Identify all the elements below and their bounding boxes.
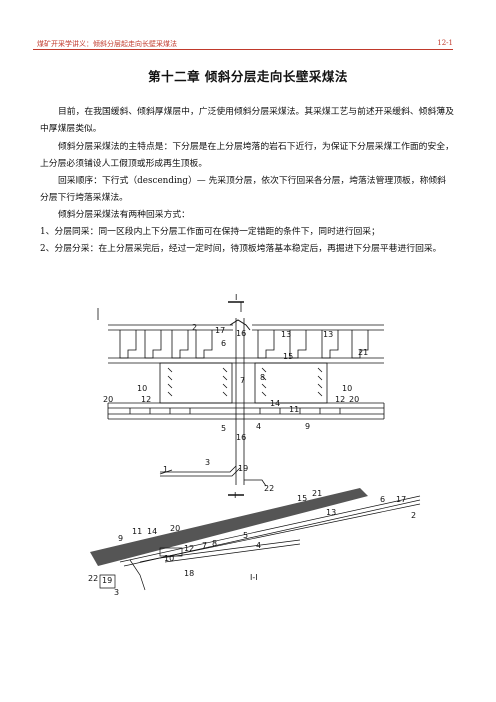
section-label: 10 (164, 554, 174, 563)
plan-label: 20 (103, 395, 113, 404)
plan-label: 17 (215, 326, 225, 335)
section-label: 3 (114, 588, 119, 597)
section-label: 6 (380, 495, 385, 504)
section-label: 7 (202, 541, 207, 550)
plan-label: 22 (264, 484, 274, 493)
section-label: 20 (170, 524, 180, 533)
section-caption: I-I (250, 573, 258, 582)
paragraph-method-2: 2、分层分采：在上分层采完后，经过一定时间，待顶板垮落基本稳定后，再掘进下分层平… (40, 244, 442, 254)
plan-label: 12 (141, 395, 151, 404)
section-label: 17 (396, 495, 406, 504)
header-course-title: 煤矿开采学讲义：倾斜分层起走向长壁采煤法 (37, 40, 177, 48)
plan-label: 6 (221, 339, 226, 348)
section-label: 12 (184, 544, 194, 553)
header-page-number: 12-1 (437, 39, 453, 47)
plan-label: 4 (256, 422, 261, 431)
plan-label: 15 (283, 352, 293, 361)
page-header: 煤矿开采学讲义：倾斜分层起走向长壁采煤法 12-1 (33, 38, 453, 52)
plan-label: 10 (342, 384, 352, 393)
section-label: 14 (147, 527, 157, 536)
header-rule (33, 49, 453, 50)
section-label: 4 (256, 541, 261, 550)
plan-label: 16 (236, 433, 246, 442)
plan-label: 3 (205, 458, 210, 467)
section-label: 21 (312, 489, 322, 498)
plan-label: 8 (260, 373, 265, 382)
plan-label: 2 (192, 323, 197, 332)
plan-label: 13 (281, 330, 291, 339)
plan-label: 21 (358, 348, 368, 357)
plan-label: 20 (349, 395, 359, 404)
plan-label: 13 (323, 330, 333, 339)
section-label: 8 (212, 539, 217, 548)
chapter-title: 第十二章 倾斜分层走向长壁采煤法 (148, 69, 348, 84)
plan-label: 16 (236, 329, 246, 338)
plan-label: 9 (305, 422, 310, 431)
section-label: 19 (102, 576, 112, 585)
paragraph-sequence: 回采顺序：下行式（descending）— 先采顶分层，依次下行回采各分层，垮落… (40, 176, 446, 203)
section-mark-bottom-label: I (234, 491, 236, 500)
plan-label: 11 (289, 405, 299, 414)
plan-label: 10 (137, 384, 147, 393)
section-label: 22 (88, 574, 98, 583)
section-label: 18 (184, 569, 194, 578)
section-label: 2 (411, 511, 416, 520)
mining-layout-diagram: I 2 17 16 6 13 13 15 21 8 7 10 10 20 12 … (88, 293, 421, 597)
plan-label: 19 (238, 464, 248, 473)
paragraph-intro: 目前，在我国缓斜、倾斜厚煤层中，广泛使用倾斜分层采煤法。其采煤工艺与前述开采缓斜… (40, 107, 454, 134)
plan-label: 7 (240, 376, 245, 385)
plan-label: 14 (270, 399, 280, 408)
plan-label: 1 (163, 465, 168, 474)
section-label: 13 (326, 508, 336, 517)
section-mark-top-label: I (235, 293, 237, 302)
paragraph-methods-intro: 倾斜分层采煤法有两种回采方式： (58, 210, 190, 220)
mining-layout-figure: I 2 17 16 6 13 13 15 21 8 7 10 10 20 12 … (0, 290, 496, 610)
plan-label: 5 (221, 424, 226, 433)
section-label: 5 (243, 531, 248, 540)
plan-label: 12 (335, 395, 345, 404)
paragraph-method-1: 1、分层同采：同一区段内上下分层工作面可在保持一定错距的条件下，同时进行回采； (40, 227, 380, 237)
section-label: 15 (297, 494, 307, 503)
section-label: 11 (132, 527, 142, 536)
paragraph-features: 倾斜分层采煤法的主特点是：下分层是在上分层垮落的岩石下近行，为保证下分层采煤工作… (40, 142, 454, 169)
section-label: 9 (118, 534, 123, 543)
